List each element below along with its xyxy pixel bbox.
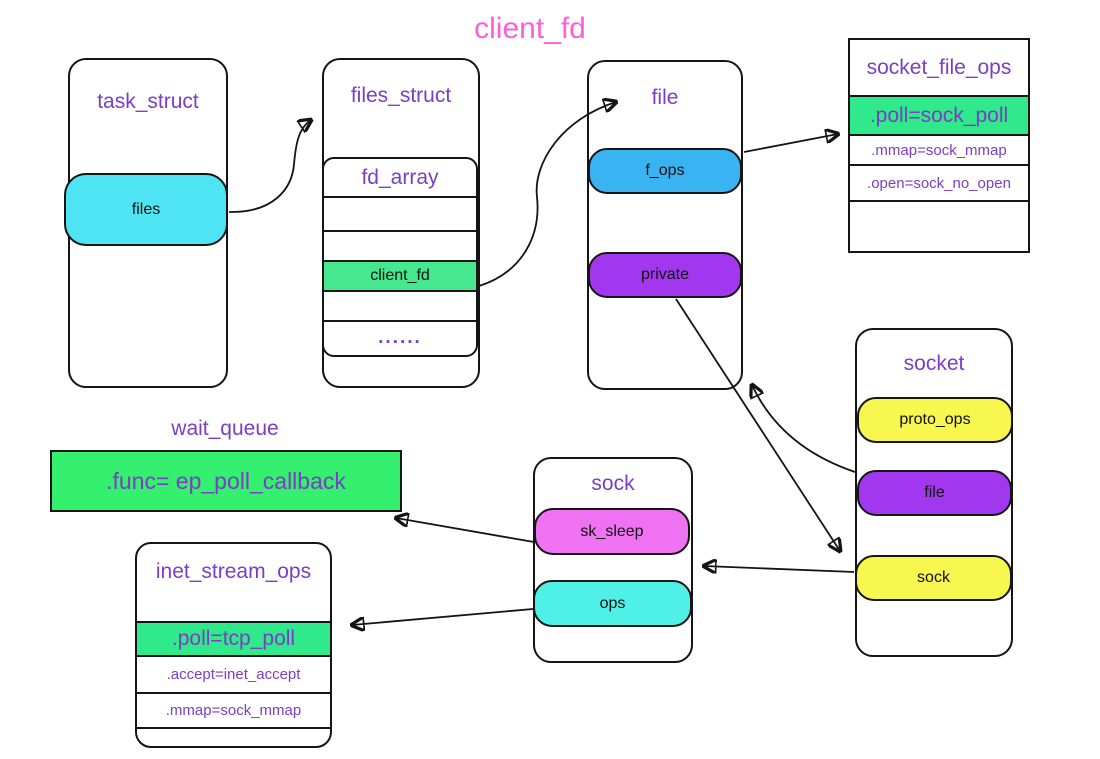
socket-file-field: file xyxy=(857,470,1012,516)
wait-queue-label: wait_queue xyxy=(171,417,279,440)
arrow-f-ops-to-sock-poll xyxy=(743,134,838,153)
fd-array-ellipsis-slot: ...... xyxy=(324,319,476,355)
arrow-socket-file-to-file-box xyxy=(752,385,856,473)
inet-stream-ops-table: inet_stream_ops .poll=tcp_poll .accept=i… xyxy=(135,542,332,748)
mmap-sock-mmap-row2: .mmap=sock_mmap xyxy=(137,692,330,727)
arrow-socket-sock-to-sock-box xyxy=(704,566,855,572)
task-struct-title: task_struct xyxy=(97,90,199,113)
inet-stream-ops-title: inet_stream_ops xyxy=(155,560,312,583)
accept-inet-accept-row: .accept=inet_accept xyxy=(137,655,330,692)
poll-tcp-poll-row: .poll=tcp_poll xyxy=(137,621,330,655)
files-field: files xyxy=(64,173,228,246)
fd-array-empty-slot xyxy=(324,290,476,319)
arrow-sk-sleep-to-wait-queue xyxy=(396,518,535,543)
socket-file-ops-title: socket_file_ops xyxy=(866,55,1012,79)
file-box-title: file xyxy=(651,86,679,109)
fd-array-empty-slot xyxy=(324,229,476,260)
fd-array-empty-slot xyxy=(324,196,476,229)
proto-ops-field: proto_ops xyxy=(857,397,1013,443)
private-field: private xyxy=(588,252,742,298)
poll-sock-poll-row: .poll=sock_poll xyxy=(850,95,1028,134)
ops-field: ops xyxy=(533,580,692,627)
arrow-ops-to-tcp-poll xyxy=(352,608,534,625)
diagram-title: client_fd xyxy=(474,12,586,45)
arrow-files-to-files-struct xyxy=(228,120,311,213)
client-fd-slot: client_fd xyxy=(324,259,476,291)
mmap-sock-mmap-row: .mmap=sock_mmap xyxy=(850,134,1028,164)
sock-box-title: sock xyxy=(591,472,635,495)
inet-stream-ops-empty-row xyxy=(137,727,330,746)
socket-file-ops-table: socket_file_ops .poll=sock_poll .mmap=so… xyxy=(848,38,1030,253)
sock-box: sock xyxy=(533,457,693,663)
sk-sleep-field: sk_sleep xyxy=(534,508,690,555)
socket-sock-field: sock xyxy=(855,555,1012,601)
fd-array-title: fd_array xyxy=(361,165,439,189)
f-ops-field: f_ops xyxy=(588,148,742,194)
files-struct-title: files_struct xyxy=(350,84,452,107)
open-sock-no-open-row: .open=sock_no_open xyxy=(850,164,1028,200)
wait-queue-entry: .func= ep_poll_callback xyxy=(50,450,402,512)
file-box: file xyxy=(587,60,743,390)
socket-file-ops-empty-row xyxy=(850,200,1028,251)
fd-array-table: fd_array client_fd ...... xyxy=(322,157,478,357)
ep-poll-callback-row: .func= ep_poll_callback xyxy=(106,467,346,494)
socket-box-title: socket xyxy=(903,352,965,375)
